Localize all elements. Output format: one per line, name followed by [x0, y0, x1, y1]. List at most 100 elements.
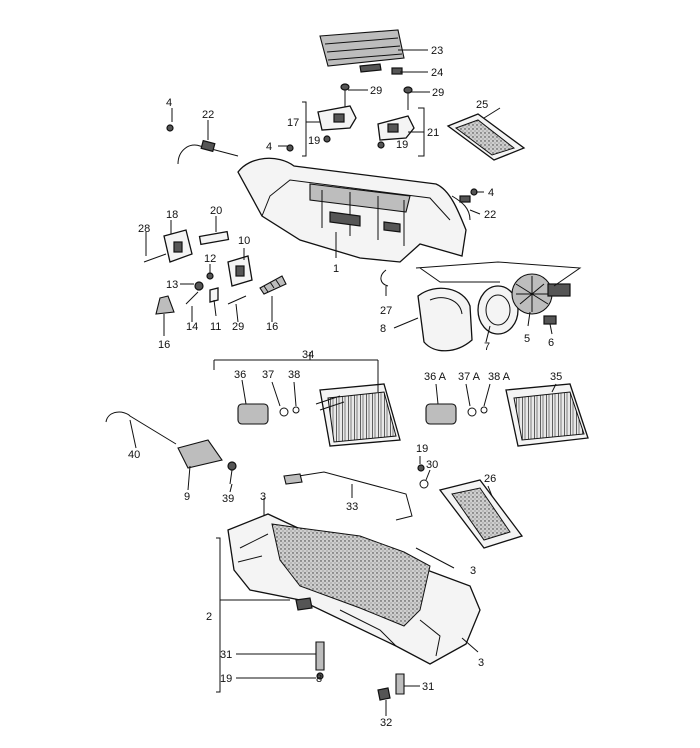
part-20-pin — [198, 230, 230, 246]
callout-7: 7 — [484, 341, 490, 353]
part-16-gear-right — [259, 275, 287, 295]
part-10-switch-housing — [227, 255, 253, 287]
callout-28: 28 — [138, 223, 150, 235]
callout-37A: 37 A — [458, 371, 481, 383]
callout-25: 25 — [476, 99, 488, 111]
callout-1: 1 — [333, 263, 339, 275]
part-19-nut-lower — [316, 672, 324, 680]
callout-22: 22 — [484, 209, 496, 221]
part-27-clip — [380, 269, 389, 287]
part-2-lower-housing — [227, 513, 481, 665]
callout-34: 34 — [302, 349, 314, 361]
callout-2: 2 — [206, 611, 212, 623]
callout-29: 29 — [432, 87, 444, 99]
callout-32: 32 — [380, 717, 392, 729]
callout-38: 38 — [288, 369, 300, 381]
part-37-oring — [279, 407, 289, 417]
callout-36: 36 — [234, 369, 246, 381]
callout-6: 6 — [548, 337, 554, 349]
part-22-cable-right — [451, 195, 471, 221]
callout-26: 26 — [484, 473, 496, 485]
part-16-gear-left — [155, 295, 175, 315]
callout-29: 29 — [232, 321, 244, 333]
part-36A-valve — [425, 403, 457, 425]
callout-22: 22 — [202, 109, 214, 121]
callout-12: 12 — [204, 253, 216, 265]
part-34-evaporator-left — [315, 383, 401, 447]
part-31-drain-tube — [315, 641, 405, 695]
part-17-actuator — [317, 105, 357, 131]
callout-27: 27 — [380, 305, 392, 317]
part-6-resistor — [543, 315, 557, 325]
callout-31: 31 — [220, 649, 232, 661]
callout-16: 16 — [266, 321, 278, 333]
callout-11: 11 — [210, 321, 221, 333]
callout-17: 17 — [287, 117, 299, 129]
part-18-flap-motor — [163, 229, 193, 263]
callout-36A: 36 A — [424, 371, 447, 383]
callout-9: 9 — [184, 491, 190, 503]
callout-21: 21 — [427, 127, 439, 139]
callout-labels: 23 24 29 29 25 4 22 17 21 19 19 4 4 22 1… — [128, 45, 562, 729]
callout-10: 10 — [238, 235, 250, 247]
callout-39: 39 — [222, 493, 234, 505]
part-22-cable-left — [177, 139, 239, 165]
part-7-seal-ring — [477, 285, 519, 335]
callout-14: 14 — [186, 321, 198, 333]
callout-3: 3 — [478, 657, 484, 669]
part-38A-oring — [480, 406, 488, 414]
callout-35: 35 — [550, 371, 562, 383]
part-40-temperature-sensor — [105, 411, 177, 445]
part-36-expansion-valve — [237, 403, 269, 425]
callout-33: 33 — [346, 501, 358, 513]
part-14-screw — [185, 291, 199, 305]
callout-4: 4 — [488, 187, 494, 199]
part-23-air-outlet-grille — [319, 29, 405, 73]
callout-18: 18 — [166, 209, 178, 221]
part-35-evaporator-right — [505, 383, 589, 447]
callout-37: 37 — [262, 369, 274, 381]
callout-40: 40 — [128, 449, 140, 461]
callout-23: 23 — [431, 45, 443, 57]
callout-13: 13 — [166, 279, 178, 291]
part-1-upper-housing — [237, 157, 467, 263]
callout-8: 8 — [316, 673, 322, 685]
part-5-blower-motor — [511, 273, 571, 315]
part-13-nut — [194, 281, 204, 291]
part-26-gasket — [438, 479, 524, 549]
callout-19: 19 — [308, 135, 320, 147]
callout-24: 24 — [431, 67, 443, 79]
part-25-duct-frame — [446, 113, 526, 161]
callout-20: 20 — [210, 205, 222, 217]
leader-lines — [129, 49, 582, 716]
screw-28 — [143, 253, 167, 263]
callout-19: 19 — [416, 443, 428, 455]
part-8-blower-cover — [417, 287, 473, 352]
part-38-oring — [292, 406, 300, 414]
part-37A-oring — [467, 407, 477, 417]
part-19-nut-mid — [417, 464, 425, 472]
callout-29: 29 — [370, 85, 382, 97]
callout-4: 4 — [266, 141, 272, 153]
callout-19: 19 — [396, 139, 408, 151]
callout-19: 19 — [220, 673, 232, 685]
part-9-bracket — [177, 439, 223, 469]
callout-38A: 38 A — [488, 371, 511, 383]
callout-31: 31 — [422, 681, 434, 693]
callout-16: 16 — [158, 339, 170, 351]
part-24-clip — [391, 67, 403, 75]
screw-39 — [227, 461, 237, 485]
screw-4 — [166, 124, 478, 196]
callout-3: 3 — [470, 565, 476, 577]
screw-29-lower — [227, 295, 247, 305]
nut-19-upper — [323, 135, 385, 149]
callout-5: 5 — [524, 333, 530, 345]
callout-4: 4 — [166, 97, 172, 109]
part-32-clip — [377, 687, 391, 701]
part-33-support-bracket — [283, 471, 413, 521]
part-30-drain-valve — [419, 479, 429, 489]
callout-8: 8 — [380, 323, 386, 335]
part-21-actuator — [377, 115, 415, 141]
screw-29-right — [403, 86, 413, 110]
